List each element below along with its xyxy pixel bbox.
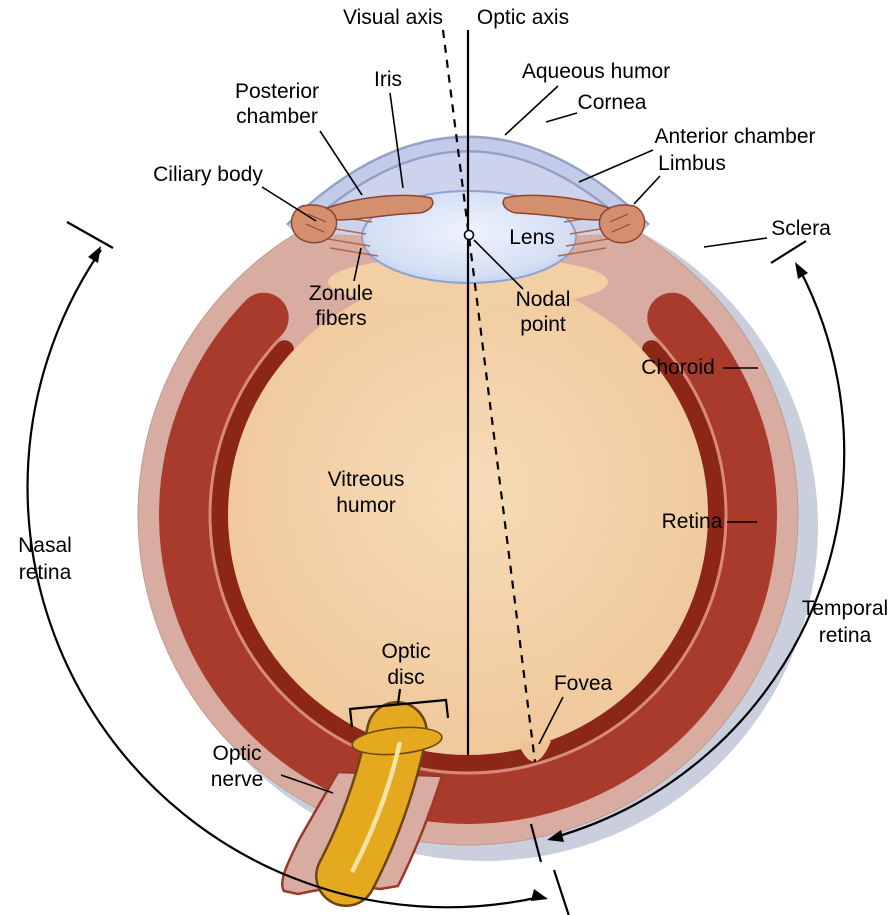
ciliary-ridges-right <box>609 213 631 233</box>
leader-zonule-fibers <box>353 247 362 282</box>
retina-extent-arcs <box>26 221 846 915</box>
limbus-label: Limbus <box>658 152 726 175</box>
vitreous-humor-label-line2: humor <box>336 494 396 517</box>
nodal-point-label: Nodal <box>516 288 571 311</box>
optic-disc-label-line2: disc <box>387 666 424 689</box>
iris-right <box>502 194 628 221</box>
nasal-retina-arc <box>26 249 541 909</box>
temporal-retina-label: Temporal <box>802 597 888 620</box>
text-labels: Visual axis Optic axis Aqueous humor Cor… <box>18 6 888 791</box>
temporal-retina-label-line2: retina <box>819 624 872 647</box>
ciliary-body-left <box>290 204 338 244</box>
nasal-retina-label: Nasal <box>18 534 72 557</box>
leader-optic-nerve <box>280 774 334 794</box>
leader-anterior-chamber <box>578 149 654 183</box>
posterior-chamber-label: Posterior <box>235 80 319 103</box>
arrowhead-temporal-bottom <box>547 830 564 842</box>
optic-nerve-group <box>281 701 444 907</box>
leader-aqueous-humor <box>504 85 559 136</box>
iris-label: Iris <box>374 68 402 91</box>
nasal-retina-label-line2: retina <box>19 561 72 584</box>
choroid-ring <box>159 292 777 824</box>
tick-nasal-top <box>66 221 114 249</box>
optic-nerve-label-line2: nerve <box>211 768 264 791</box>
eyeball <box>137 184 818 861</box>
tick-temporal-bottom <box>529 823 543 863</box>
ciliary-ridges-left <box>305 213 327 233</box>
vitreous-humor-label: Vitreous <box>328 468 405 491</box>
anterior-chamber-label: Anterior chamber <box>654 125 815 148</box>
lens-label: Lens <box>509 226 555 249</box>
choroid-retina-separator <box>208 337 728 775</box>
iris-left <box>308 194 434 221</box>
sclera-label: Sclera <box>771 217 831 240</box>
aqueous-humor-label: Aqueous humor <box>522 60 670 83</box>
leader-ciliary-body <box>261 186 317 222</box>
tick-nasal-bottom <box>552 869 570 915</box>
optic-axis-label: Optic axis <box>477 6 569 29</box>
zonule-fibers-label: Zonule <box>309 282 373 305</box>
optic-nerve-label: Optic <box>212 742 261 765</box>
cornea-label: Cornea <box>578 91 647 114</box>
leader-sclera <box>703 237 768 248</box>
retina-label: Retina <box>662 510 723 533</box>
posterior-chamber-label-line2: chamber <box>236 105 318 128</box>
visual-axis-line <box>441 29 537 763</box>
fovea-label: Fovea <box>554 672 613 695</box>
leader-cornea <box>545 112 578 123</box>
leader-nodal-point <box>473 239 524 290</box>
arrowhead-temporal-top <box>795 262 808 279</box>
choroid-label: Choroid <box>641 356 715 379</box>
retina-lining <box>211 340 725 772</box>
leader-fovea <box>538 696 564 745</box>
optic-disc-label: Optic <box>381 640 430 663</box>
arrowhead-nasal-bottom <box>531 889 548 901</box>
tick-temporal-top <box>770 240 807 264</box>
optic-disc-bracket <box>348 688 450 728</box>
visual-axis-label: Visual axis <box>343 6 443 29</box>
leader-posterior-chamber <box>319 130 363 196</box>
central-retinal-vessel <box>350 741 403 874</box>
leader-iris <box>389 92 404 189</box>
temporal-retina-arc <box>551 267 846 840</box>
leader-lines <box>261 85 768 794</box>
ciliary-body-right <box>598 204 646 244</box>
nodal-point-label-line2: point <box>520 313 566 336</box>
axes <box>441 29 537 763</box>
ciliary-body-label: Ciliary body <box>153 163 263 186</box>
nodal-point-marker <box>463 229 475 241</box>
leader-limbus <box>633 175 661 205</box>
zonule-fibers-label-line2: fibers <box>315 307 366 330</box>
arrowhead-nasal-top <box>88 246 101 263</box>
